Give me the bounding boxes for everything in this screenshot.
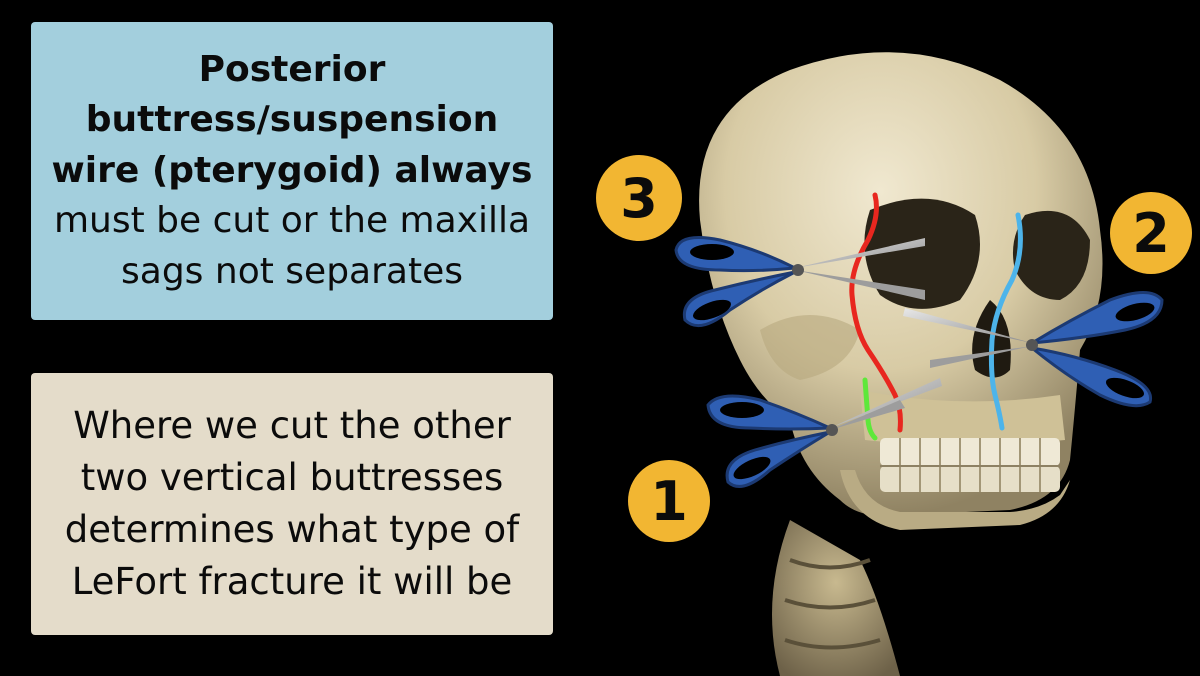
cervical-spine (772, 520, 900, 676)
line-3-red (849, 192, 903, 433)
marker-1-badge: 1 (628, 460, 710, 542)
scissors-2-icon (903, 291, 1164, 408)
line-1-green (862, 377, 878, 441)
lefort-info-box: Where we cut the other two vertical butt… (31, 373, 553, 635)
pterygoid-info-box: Posterior buttress/suspension wire (pter… (31, 22, 553, 320)
marker-2-badge: 2 (1110, 192, 1192, 274)
scissors-3-icon (674, 236, 925, 328)
scissors-1-icon (706, 378, 942, 488)
marker-3-badge: 3 (596, 155, 682, 241)
skull-illustration (674, 52, 1164, 676)
lefort-info-text: Where we cut the other two vertical butt… (64, 404, 520, 603)
teeth (880, 438, 1060, 492)
pterygoid-info-bold-text: Posterior buttress/suspension wire (pter… (51, 49, 533, 191)
line-2-blue (988, 212, 1023, 431)
pterygoid-info-regular-text: must be cut or the maxilla sags not sepa… (53, 200, 531, 292)
mandible (840, 470, 1070, 530)
pterygoid-info-text: Posterior buttress/suspension wire (pter… (45, 45, 539, 297)
